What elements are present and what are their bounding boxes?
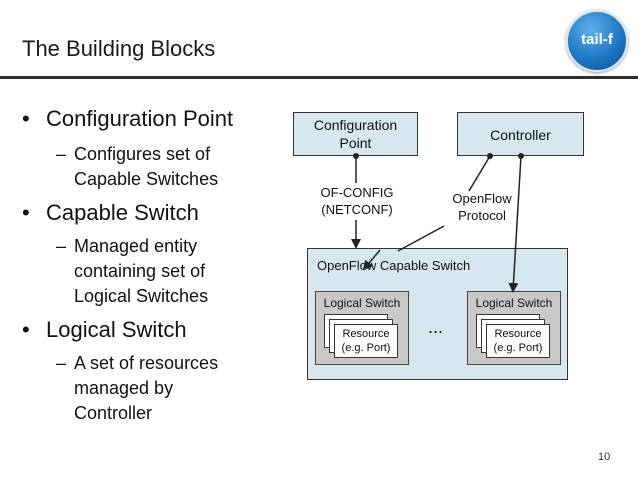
openflow-line-mid	[397, 225, 445, 252]
bullet-dot-icon: •	[22, 317, 30, 342]
sub-bullet: –A set of resources managed by Controlle…	[56, 353, 219, 423]
dash-icon: –	[56, 144, 67, 164]
bullet-configuration-point: •Configuration Point	[22, 106, 234, 131]
controller-box: Controller	[457, 112, 584, 156]
dash-icon: –	[56, 236, 67, 256]
logical-switch-2: Logical Switch Resource (e.g. Port)	[467, 291, 561, 365]
openflow-line-upper	[468, 155, 491, 192]
logo-text: tail-f	[581, 31, 613, 48]
openflow-arrow-ls2	[508, 155, 522, 293]
bullet-capable-switch: •Capable Switch	[22, 200, 199, 225]
openflow-capable-switch-box: OpenFlow Capable Switch Logical Switch R…	[307, 248, 568, 380]
tail-f-logo: tail-f	[566, 10, 628, 72]
dash-icon: –	[56, 353, 67, 373]
bullet-dot-icon: •	[22, 200, 30, 225]
title-divider	[0, 76, 638, 79]
sub-bullet: –Configures set of Capable Switches	[56, 144, 219, 189]
of-config-label: OF-CONFIG (NETCONF)	[320, 185, 394, 217]
configuration-point-box: Configuration Point	[293, 112, 418, 156]
openflow-protocol-label: OpenFlow Protocol	[452, 191, 512, 223]
slide-title: The Building Blocks	[22, 36, 216, 61]
resource-box-1: Resource (e.g. Port)	[334, 324, 398, 358]
page-number: 10	[598, 451, 611, 463]
capable-switch-label: OpenFlow Capable Switch	[317, 258, 471, 273]
openflow-arrow-ls1	[362, 249, 381, 271]
bullet-logical-switch: •Logical Switch	[22, 317, 187, 342]
sub-bullet: –Managed entity containing set of Logica…	[56, 236, 209, 306]
resource-box-2: Resource (e.g. Port)	[486, 324, 550, 358]
ellipsis: ...	[428, 317, 444, 337]
bullet-dot-icon: •	[22, 106, 30, 131]
logical-switch-1: Logical Switch Resource (e.g. Port)	[315, 291, 409, 365]
